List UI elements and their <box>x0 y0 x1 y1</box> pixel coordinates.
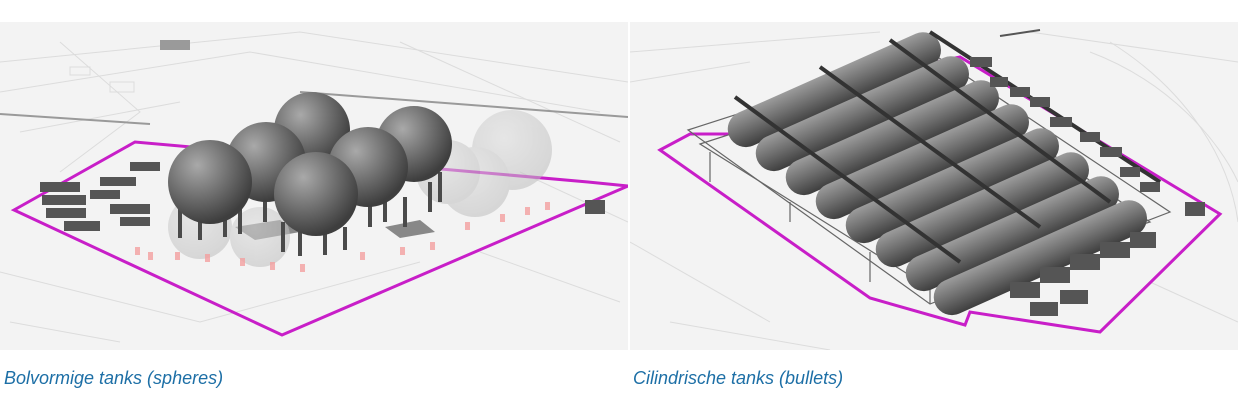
bullet-tank <box>933 200 1147 316</box>
bullet-tank <box>755 56 969 172</box>
caption-spheres: Bolvormige tanks (spheres) <box>4 368 224 388</box>
sphere-tank <box>168 140 252 224</box>
site-plan-lines <box>630 29 1238 350</box>
bullet-tank <box>785 80 999 196</box>
sphere-tanks-render <box>0 22 628 350</box>
site-plan-lines <box>0 31 628 343</box>
ghost-spheres <box>168 110 552 267</box>
bullet-tanks <box>727 32 1147 316</box>
bullet-tank <box>727 32 941 148</box>
bullet-tank <box>845 128 1059 244</box>
caption-bullets: Cilindrische tanks (bullets) <box>633 368 844 388</box>
site-boundary <box>10 140 628 337</box>
bullet-tanks-render <box>630 22 1238 350</box>
footing-marks <box>135 202 550 272</box>
bullet-tank <box>815 104 1029 220</box>
sphere-tanks <box>168 92 452 236</box>
sphere-tank <box>274 152 358 236</box>
auxiliary-equipment <box>970 57 1205 316</box>
